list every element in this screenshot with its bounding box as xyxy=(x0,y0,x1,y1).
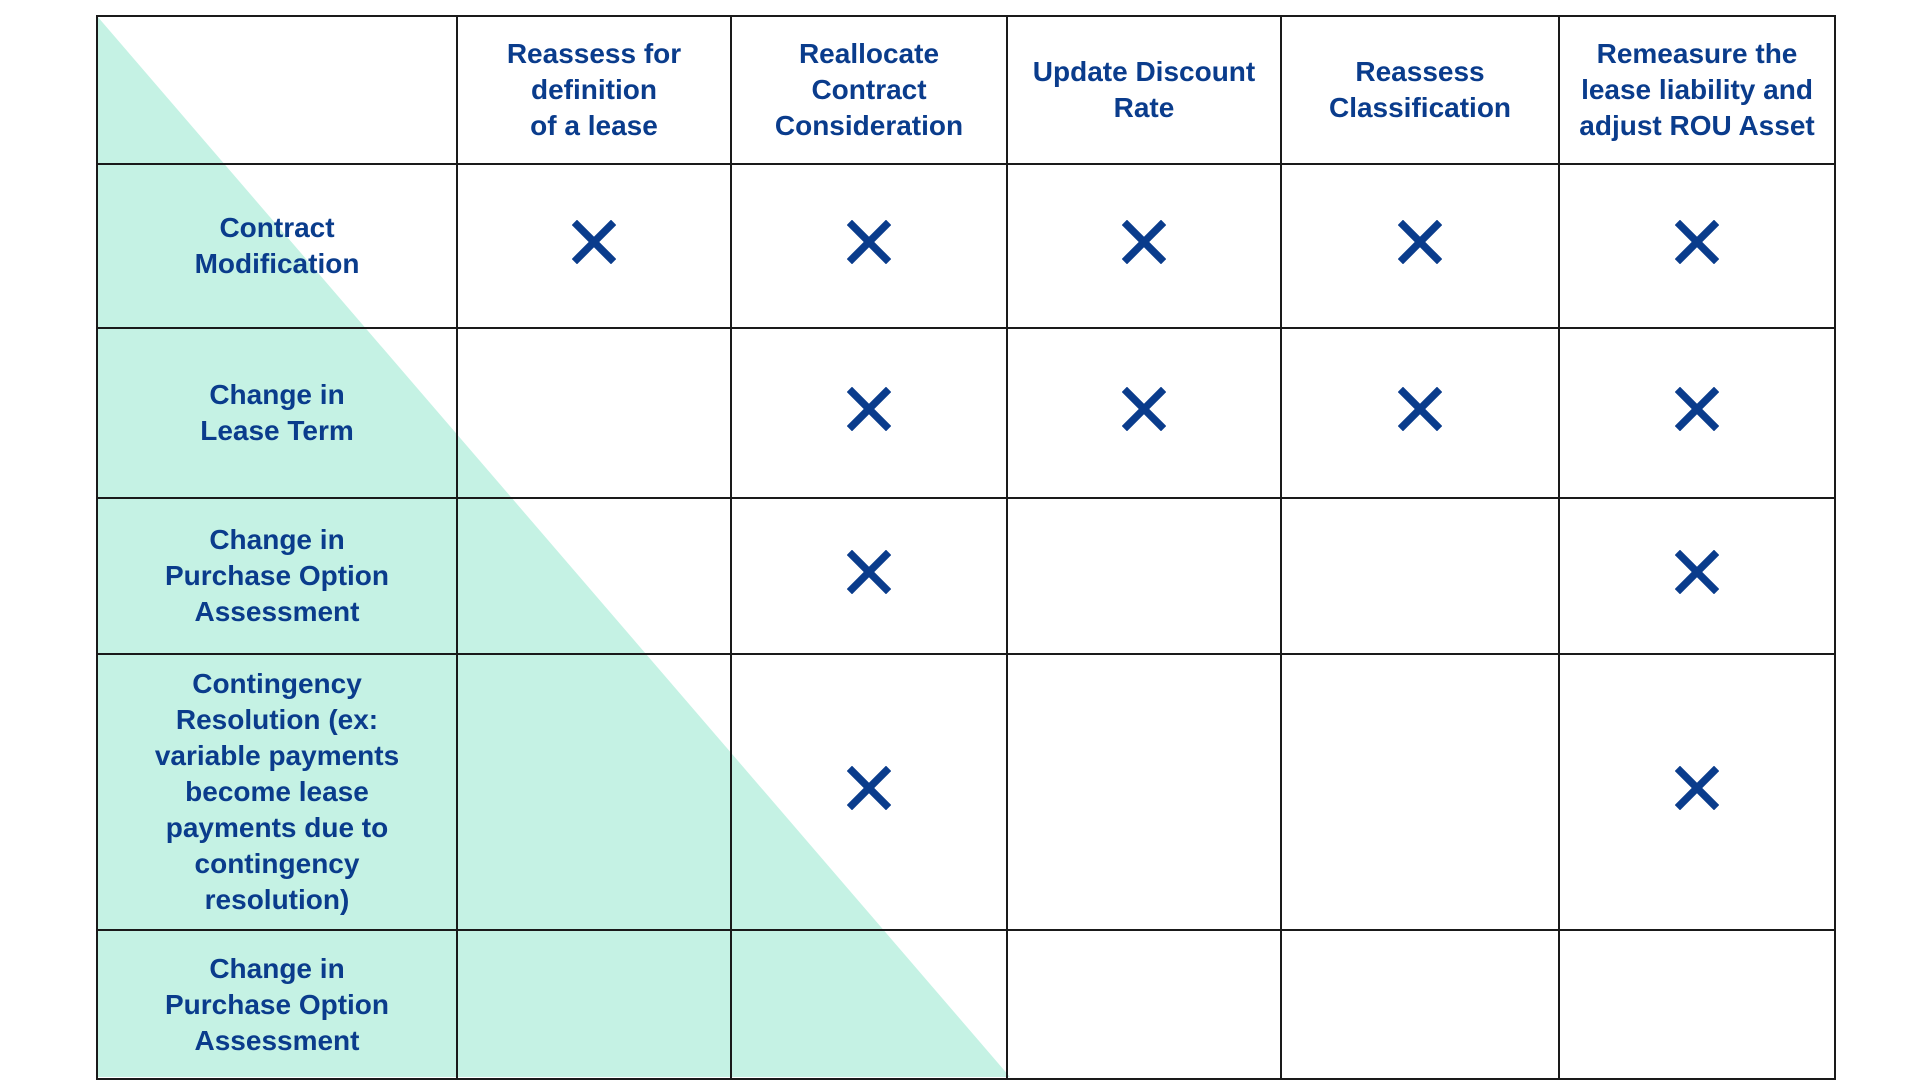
header-row: Reassess for definition of a lease Reall… xyxy=(96,15,1836,165)
x-mark-icon xyxy=(1398,386,1442,431)
x-mark-icon xyxy=(1675,219,1719,264)
row-header-label: Contract Modification xyxy=(194,212,360,279)
x-mark-icon xyxy=(1675,765,1719,810)
column-header: Reallocate Contract Consideration xyxy=(730,15,1008,165)
column-header-label: Reassess for definition of a lease xyxy=(506,38,682,141)
mark-cell xyxy=(456,653,732,931)
column-header: Remeasure the lease liability and adjust… xyxy=(1558,15,1836,165)
table-row: Change in Purchase Option Assessment xyxy=(96,929,1836,1080)
mark-cell xyxy=(456,497,732,655)
mark-cell xyxy=(1280,929,1560,1080)
mark-cell xyxy=(1280,327,1560,499)
mark-cell xyxy=(730,929,1008,1080)
table-row: Contract Modification xyxy=(96,163,1836,329)
mark-cell xyxy=(1280,497,1560,655)
mark-cell xyxy=(1558,327,1836,499)
mark-cell xyxy=(730,497,1008,655)
mark-cell xyxy=(730,653,1008,931)
mark-cell xyxy=(1280,163,1560,329)
mark-cell xyxy=(1006,653,1282,931)
row-header-label: Change in Purchase Option Assessment xyxy=(164,952,390,1056)
row-header: Contingency Resolution (ex: variable pay… xyxy=(96,653,458,931)
mark-cell xyxy=(456,327,732,499)
mark-cell xyxy=(1006,929,1282,1080)
column-header: Reassess Classification xyxy=(1280,15,1560,165)
column-header: Update Discount Rate xyxy=(1006,15,1282,165)
mark-cell xyxy=(730,327,1008,499)
row-header: Contract Modification xyxy=(96,163,458,329)
x-mark-icon xyxy=(572,219,616,264)
mark-cell xyxy=(730,163,1008,329)
x-mark-icon xyxy=(847,386,891,431)
x-mark-icon xyxy=(847,765,891,810)
mark-cell xyxy=(1006,163,1282,329)
matrix-table: Reassess for definition of a lease Reall… xyxy=(96,15,1836,1080)
mark-cell xyxy=(1280,653,1560,931)
column-header-label: Remeasure the lease liability and adjust… xyxy=(1579,38,1815,141)
table-row: Contingency Resolution (ex: variable pay… xyxy=(96,653,1836,931)
table-row: Change in Lease Term xyxy=(96,327,1836,499)
x-mark-icon xyxy=(1122,386,1166,431)
table-row: Change in Purchase Option Assessment xyxy=(96,497,1836,655)
x-mark-icon xyxy=(847,219,891,264)
x-mark-icon xyxy=(1675,386,1719,431)
row-header-label: Contingency Resolution (ex: variable pay… xyxy=(154,668,400,915)
mark-cell xyxy=(456,163,732,329)
row-header-label: Change in Purchase Option Assessment xyxy=(164,524,390,627)
mark-cell xyxy=(1558,653,1836,931)
row-header: Change in Purchase Option Assessment xyxy=(96,929,458,1080)
row-header: Change in Lease Term xyxy=(96,327,458,499)
x-mark-icon xyxy=(1398,219,1442,264)
column-header-label: Reassess Classification xyxy=(1328,56,1512,123)
mark-cell xyxy=(1558,929,1836,1080)
row-header: Change in Purchase Option Assessment xyxy=(96,497,458,655)
mark-cell xyxy=(456,929,732,1080)
corner-cell xyxy=(96,15,458,165)
column-header-label: Reallocate Contract Consideration xyxy=(774,38,964,141)
mark-cell xyxy=(1006,327,1282,499)
x-mark-icon xyxy=(1122,219,1166,264)
row-header-label: Change in Lease Term xyxy=(200,379,354,446)
x-mark-icon xyxy=(847,549,891,594)
x-mark-icon xyxy=(1675,549,1719,594)
mark-cell xyxy=(1558,497,1836,655)
mark-cell xyxy=(1006,497,1282,655)
column-header: Reassess for definition of a lease xyxy=(456,15,732,165)
column-header-label: Update Discount Rate xyxy=(1032,56,1256,123)
mark-cell xyxy=(1558,163,1836,329)
